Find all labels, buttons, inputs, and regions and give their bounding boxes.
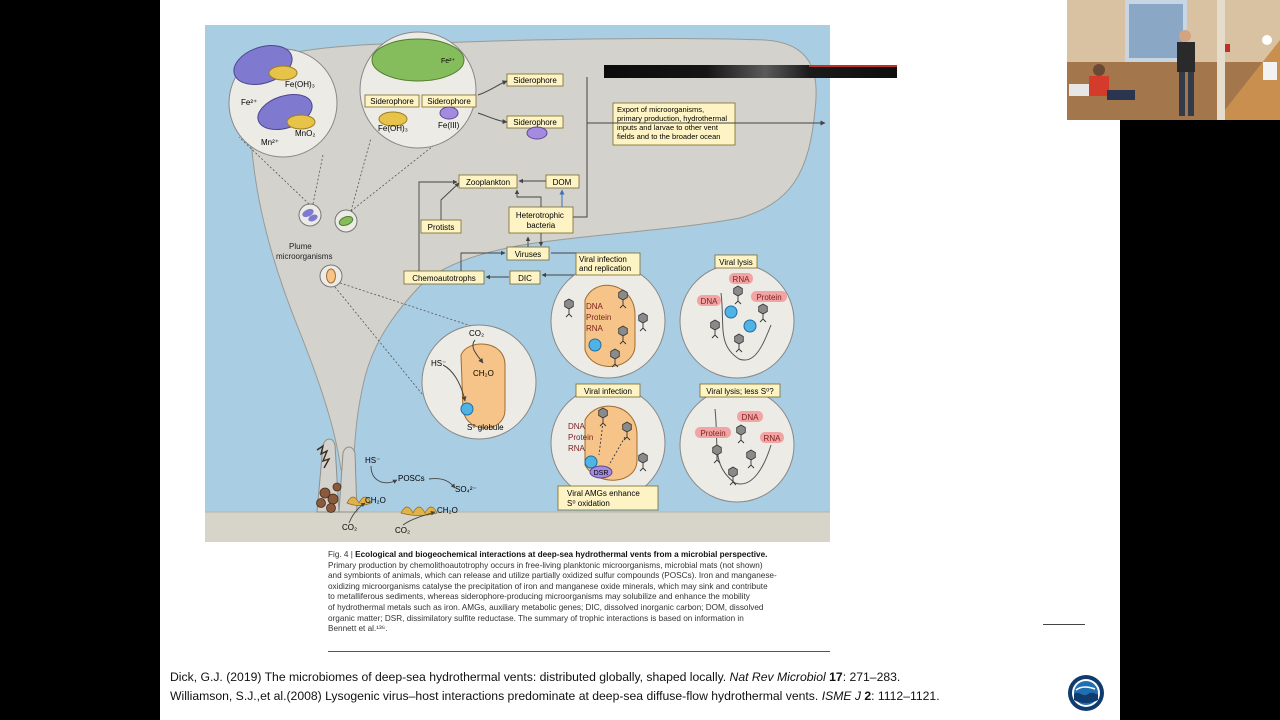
less-rna: RNA — [764, 434, 782, 443]
dom-box: DOM — [553, 178, 572, 187]
reference-item: Dick, G.J. (2019) The microbiomes of dee… — [170, 670, 901, 684]
hs-label: HS⁻ — [431, 359, 446, 368]
seafloor-co2-a: CO₂ — [342, 523, 357, 532]
vir-protein: Protein — [586, 313, 611, 322]
circle-siderophores: Fe²⁺ Siderophore Siderophore Fe(OH)₃ Fe(… — [359, 31, 477, 149]
dsr-label: DSR — [594, 470, 609, 477]
chemoautotrophs-box: Chemoautotrophs — [412, 274, 476, 283]
feoh-label: Fe(OH)₃ — [285, 80, 315, 89]
mno-label: MnO₂ — [295, 129, 315, 138]
slide: Fe²⁺ Fe(OH)₃ Mn²⁺ MnO₂ Fe²⁺ Siderophore … — [160, 0, 1120, 720]
zooplankton-box: Zooplankton — [466, 178, 510, 187]
s-globule-label: S⁰ globule — [467, 423, 504, 432]
caption-line: Primary production by chemolithoautotrop… — [328, 560, 763, 570]
less-protein: Protein — [700, 429, 725, 438]
caption-line: organic matter; DSR, dissimilatory sulfi… — [328, 613, 744, 623]
caption-divider — [328, 651, 830, 652]
circle-sulfur-oxidizer: CO₂ HS⁻ CH₂O S⁰ globule — [421, 324, 537, 440]
lysis-dna: DNA — [701, 297, 719, 306]
references: Dick, G.J. (2019) The microbiomes of dee… — [170, 668, 940, 705]
ch2o-label: CH₂O — [473, 369, 494, 378]
figure-caption: Fig. 4 | Ecological and biogeochemical i… — [328, 550, 830, 635]
caption-line: of hydrothermal metals such as iron. AMG… — [328, 602, 764, 612]
siderophore-right-label: Siderophore — [427, 97, 471, 106]
inf-protein: Protein — [568, 433, 593, 442]
heterotrophic-box: Heterotrophic bacteria — [516, 211, 566, 230]
caption-heading: Fig. 4 | Ecological and biogeochemical i… — [328, 550, 768, 559]
inf-rna: RNA — [568, 444, 586, 453]
lysis-rna: RNA — [733, 275, 751, 284]
dic-box: DIC — [518, 274, 532, 283]
siderophore-complex — [526, 126, 548, 140]
reference-item: Williamson, S.J.,et al.(2008) Lysogenic … — [170, 688, 940, 703]
seafloor-poscs: POSCs — [398, 474, 425, 483]
institution-logo — [1068, 675, 1104, 711]
export-text: Export of microorganisms, primary produc… — [617, 105, 729, 141]
siderophore-mid-label: Siderophore — [513, 118, 557, 127]
seafloor-ch2o-a: CH₂O — [365, 496, 386, 505]
viral-lysis-title: Viral lysis — [719, 258, 753, 267]
caption-line: Bennett et al.¹³⁶. — [328, 624, 388, 634]
vent-plume — [248, 38, 817, 471]
siderophore-top-label: Siderophore — [513, 76, 557, 85]
mussel-cluster — [316, 482, 342, 513]
tubeworms — [316, 444, 331, 469]
fe3-label: Fe(III) — [438, 121, 460, 130]
seafloor — [205, 512, 830, 542]
caption-line: oxidizing microorganisms catalyse the pr… — [328, 581, 768, 591]
co2-label: CO₂ — [469, 329, 484, 338]
plume-microorganisms — [298, 203, 358, 288]
protists-box: Protists — [428, 223, 455, 232]
viral-infection-replication-title: Viral infection and replication — [579, 255, 631, 273]
viral-amgs-label: Viral AMGs enhance S⁰ oxidation — [567, 489, 642, 508]
mn2-label: Mn²⁺ — [261, 138, 279, 147]
circle-viral-lysis-less: Viral lysis; less S⁰? DNA Protein RNA — [679, 383, 795, 503]
vent-chimney-right — [338, 446, 358, 513]
seafloor-so4: SO₄²⁻ — [455, 485, 477, 494]
vent-ecology-figure: Fe²⁺ Fe(OH)₃ Mn²⁺ MnO₂ Fe²⁺ Siderophore … — [205, 25, 830, 542]
lysis-protein: Protein — [756, 293, 781, 302]
seafloor-co2-b: CO₂ — [395, 526, 410, 535]
vir-dna: DNA — [586, 302, 604, 311]
slide-divider — [1043, 624, 1085, 625]
seafloor-ch2o-b: CH₂O — [437, 506, 458, 515]
inf-dna: DNA — [568, 422, 586, 431]
siderophore-left-label: Siderophore — [370, 97, 414, 106]
feoh-label-2: Fe(OH)₃ — [378, 124, 408, 133]
screen-overlay-bar — [604, 65, 897, 78]
plume-label: Plume microorganisms — [276, 242, 332, 261]
fe-top-label: Fe²⁺ — [441, 58, 456, 65]
viral-infection-title: Viral infection — [584, 387, 632, 396]
circle-viral-infection: DSR Viral infection DNA Protein RNA Vira… — [550, 383, 666, 511]
vir-rna: RNA — [586, 324, 604, 333]
webcam-feed — [1067, 0, 1280, 120]
caption-line: and symbionts of animals, which can rele… — [328, 571, 777, 581]
viral-lysis-less-title: Viral lysis; less S⁰? — [706, 387, 774, 396]
caption-line: to metalliferous sediments, whereas side… — [328, 592, 750, 602]
viruses-box: Viruses — [515, 250, 542, 259]
circle-fe-mn-oxidizers: Fe²⁺ Fe(OH)₃ Mn²⁺ MnO₂ — [228, 45, 338, 158]
circle-viral-infection-replication: Viral infection and replication DNA Prot… — [550, 252, 666, 379]
circle-viral-lysis: Viral lysis RNA DNA Protein — [679, 254, 795, 379]
seafloor-hs: HS⁻ — [365, 456, 380, 465]
fe2-label: Fe²⁺ — [241, 98, 257, 107]
less-dna: DNA — [742, 413, 760, 422]
